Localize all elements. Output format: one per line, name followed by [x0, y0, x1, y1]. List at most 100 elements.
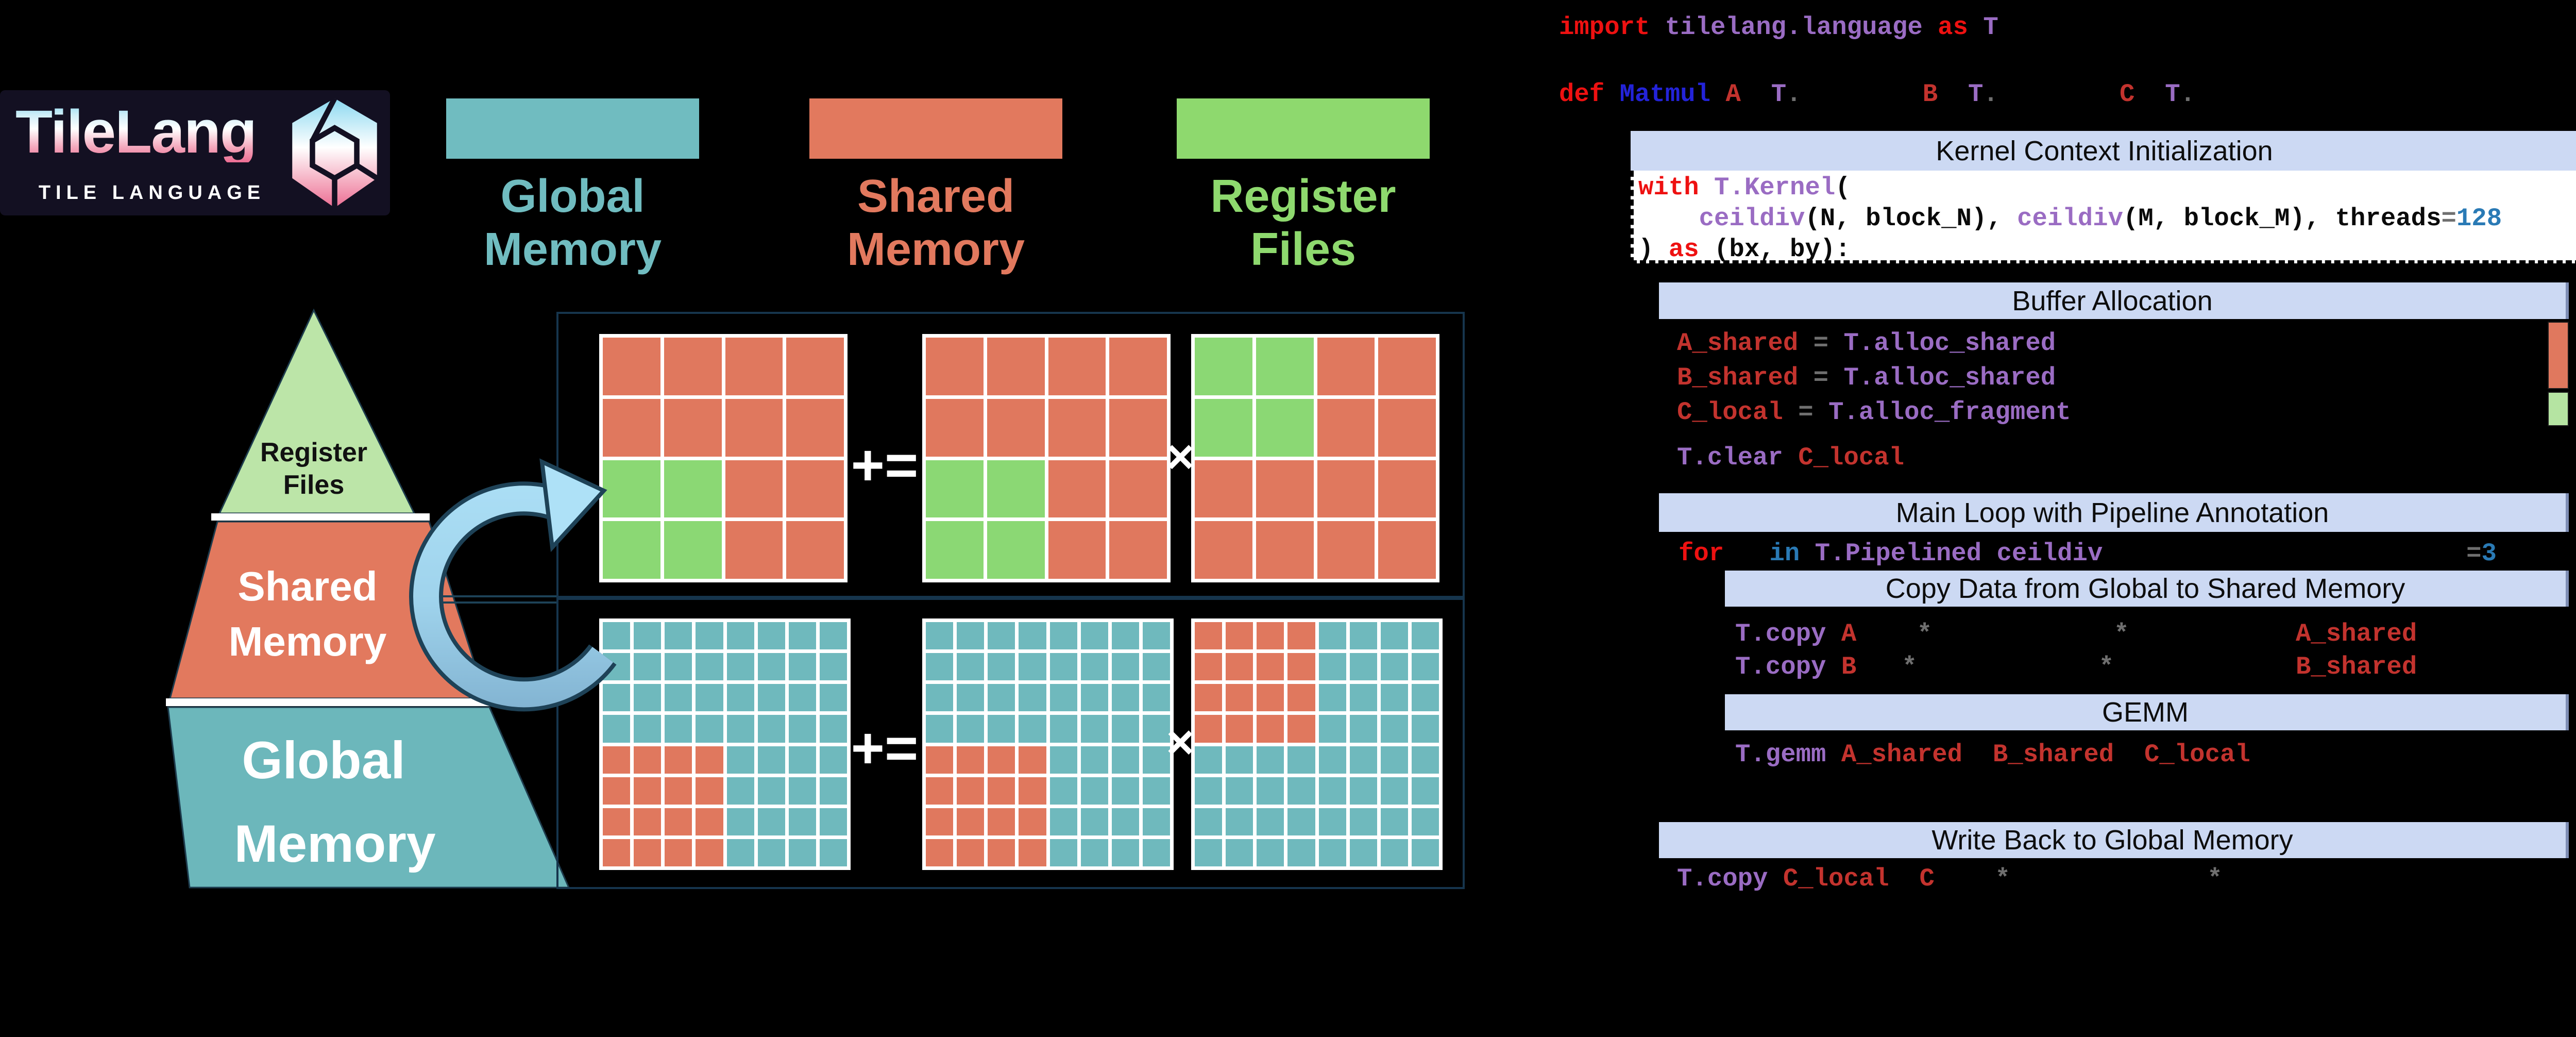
- c-shared-tile-cell: [603, 398, 660, 457]
- b-global-matrix-cell: [1287, 808, 1315, 835]
- c-shared-tile-cell: [786, 460, 844, 518]
- code-token-id: A_shared: [1677, 329, 1799, 358]
- a-shared-tile-grid: [922, 334, 1171, 582]
- b-global-matrix-cell: [1380, 808, 1408, 835]
- c-shared-tile-cell: [725, 460, 783, 518]
- code-token-op: *: [1995, 864, 2010, 893]
- c-global-matrix-cell: [726, 777, 754, 805]
- a-global-matrix-grid: [922, 618, 1174, 870]
- a-global-matrix-cell: [1111, 839, 1139, 866]
- code-token-df: (N, block_N),: [1805, 204, 2018, 233]
- c-global-matrix-cell: [819, 746, 847, 774]
- code-token-sp: [2114, 740, 2144, 769]
- a-shared-tile-cell: [926, 521, 984, 579]
- code-token-op: =: [2466, 539, 2482, 568]
- a-global-matrix-cell: [1080, 808, 1108, 835]
- c-global-matrix-cell: [603, 777, 631, 805]
- code-token-df: ): [1638, 235, 1669, 264]
- c-global-matrix-cell: [788, 715, 816, 743]
- b-global-matrix-cell: [1411, 715, 1439, 743]
- c-shared-tile-cell: [664, 338, 722, 395]
- c-global-matrix-cell: [696, 777, 723, 805]
- a-shared-tile-cell: [1109, 460, 1167, 518]
- a-shared-tile-cell: [926, 460, 984, 518]
- a-shared-tile-cell: [1048, 460, 1106, 518]
- tilelang-logo-card: TileLang TILE LANGUAGE: [0, 90, 390, 215]
- code-token-id: A: [1725, 80, 1741, 109]
- code-token-id: C_local: [1798, 443, 1905, 472]
- a-shared-tile-cell: [1109, 398, 1167, 457]
- c-shared-tile-cell: [664, 460, 722, 518]
- b-global-matrix-cell: [1318, 808, 1346, 835]
- code-line-def-line: def Matmul A T. B T. C T.: [1559, 81, 2195, 108]
- c-global-matrix-cell: [634, 839, 662, 866]
- a-global-matrix-cell: [957, 715, 985, 743]
- code-token-sp: [1826, 740, 1841, 769]
- b-global-matrix-cell: [1411, 684, 1439, 712]
- code-token-id: B_shared: [1677, 363, 1799, 392]
- b-global-matrix-cell: [1226, 715, 1253, 743]
- a-shared-tile-cell: [1048, 338, 1106, 395]
- code-line-for-line: for in T.Pipelined ceildiv =3: [1679, 540, 2497, 567]
- c-global-matrix-cell: [788, 808, 816, 835]
- c-global-matrix-cell: [665, 746, 692, 774]
- code-token-sp: [1828, 363, 1843, 392]
- b-global-matrix-cell: [1349, 715, 1377, 743]
- c-global-matrix-cell: [665, 653, 692, 681]
- c-global-matrix-cell: [819, 622, 847, 650]
- code-line-as-line: ) as (bx, by):: [1638, 236, 1851, 263]
- code-token-sp: [1604, 80, 1619, 109]
- c-global-matrix-cell: [819, 715, 847, 743]
- code-token-sp: [1783, 398, 1798, 427]
- code-token-sp: [2010, 864, 2207, 893]
- operator-multiply: ×: [1166, 715, 1195, 769]
- legend-swatch-global-memory: [446, 98, 699, 159]
- b-global-matrix-cell: [1257, 622, 1284, 650]
- c-global-matrix-cell: [757, 684, 785, 712]
- section-header-writeback: Write Back to Global Memory: [1659, 822, 2569, 858]
- a-global-matrix-cell: [1019, 684, 1046, 712]
- code-token-op: *: [1917, 620, 1933, 648]
- b-shared-tile-cell: [1195, 398, 1252, 457]
- a-global-matrix-cell: [957, 684, 985, 712]
- b-shared-tile-cell: [1378, 398, 1436, 457]
- code-token-op: *: [2098, 653, 2114, 681]
- b-global-matrix-cell: [1226, 622, 1253, 650]
- c-shared-tile-grid: [599, 334, 848, 582]
- b-shared-tile-cell: [1317, 338, 1375, 395]
- section-header-gemm: GEMM: [1725, 694, 2569, 730]
- b-global-matrix-cell: [1195, 622, 1223, 650]
- a-global-matrix-cell: [1142, 653, 1170, 681]
- b-global-matrix-grid: [1191, 618, 1443, 870]
- a-global-matrix-cell: [1080, 777, 1108, 805]
- code-token-sp: [1800, 539, 1815, 568]
- code-token-id: B: [1841, 653, 1857, 681]
- c-shared-tile-cell: [786, 338, 844, 395]
- c-global-matrix-cell: [819, 839, 847, 866]
- b-global-matrix-cell: [1349, 746, 1377, 774]
- a-global-matrix-cell: [1111, 622, 1139, 650]
- a-global-matrix-cell: [1111, 746, 1139, 774]
- b-global-matrix-cell: [1226, 808, 1253, 835]
- a-global-matrix-cell: [1080, 653, 1108, 681]
- a-global-matrix-cell: [1111, 684, 1139, 712]
- a-global-matrix-cell: [1111, 715, 1139, 743]
- code-token-kw2: in: [1769, 539, 1800, 568]
- code-line-ceildiv-line: ceildiv(N, block_N), ceildiv(M, block_M)…: [1638, 205, 2502, 232]
- register-files-label: Register: [260, 438, 367, 467]
- code-token-id: C: [1919, 864, 1935, 893]
- tilelang-cube-icon: [292, 97, 379, 208]
- b-global-matrix-cell: [1411, 622, 1439, 650]
- c-global-matrix-cell: [726, 653, 754, 681]
- c-global-matrix-cell: [603, 839, 631, 866]
- b-global-matrix-cell: [1257, 684, 1284, 712]
- code-token-sp: [1798, 363, 1813, 392]
- a-global-matrix-cell: [1080, 839, 1108, 866]
- code-token-fn: T.clear: [1677, 443, 1783, 472]
- code-token-sp: [1724, 539, 1769, 568]
- a-global-matrix-cell: [1019, 653, 1046, 681]
- section-header-main-loop: Main Loop with Pipeline Annotation: [1659, 493, 2569, 532]
- code-line-import-line: import tilelang.language as T: [1559, 14, 1998, 41]
- b-global-matrix-cell: [1226, 684, 1253, 712]
- a-global-matrix-cell: [957, 622, 985, 650]
